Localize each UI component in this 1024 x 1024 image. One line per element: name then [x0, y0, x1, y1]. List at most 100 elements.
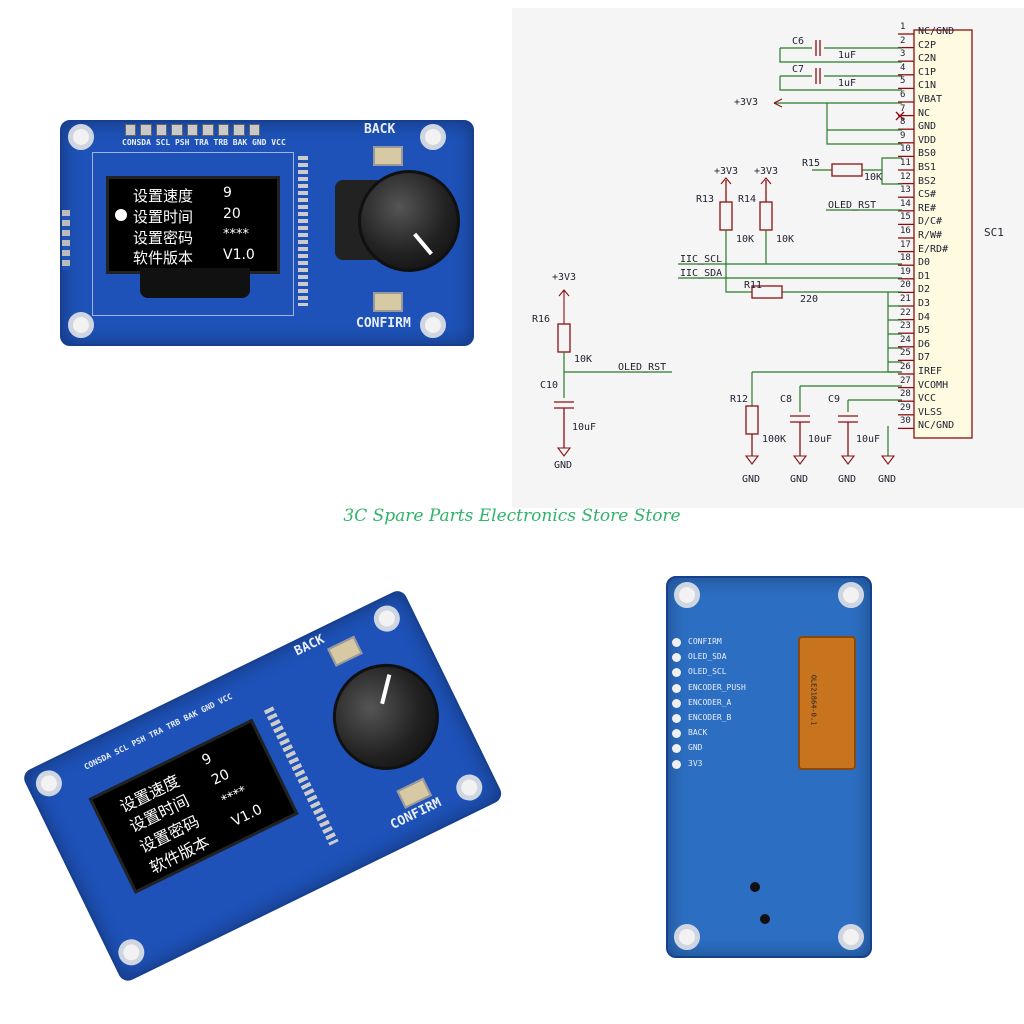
label-r11-val: 220 — [800, 294, 819, 305]
label-3v3-r14: +3V3 — [754, 166, 779, 177]
label-r13-val: 10K — [736, 234, 755, 245]
label-r15: R15 — [802, 158, 821, 169]
fpc-pins — [298, 156, 308, 306]
mount-hole — [420, 124, 446, 150]
side-pins — [62, 210, 70, 270]
back-pad-label: GND — [688, 743, 703, 753]
back-pad-label: 3V3 — [688, 758, 703, 768]
label-iic-sda: IIC_SDA — [680, 268, 723, 279]
board-angled-rotated: CONSDA SCL PSH TRA TRB BAK GND VCC 设置速度 … — [20, 587, 505, 985]
confirm-button[interactable] — [373, 292, 403, 312]
connector-pin-name: NC — [918, 107, 931, 119]
board-angled-photo: CONSDA SCL PSH TRA TRB BAK GND VCC 设置速度 … — [20, 560, 505, 1000]
connector-pin-name: BS1 — [918, 162, 937, 173]
connector-pin-number: 19 — [900, 266, 911, 277]
label-3v3-vbat: +3V3 — [734, 97, 759, 108]
mount-hole — [838, 924, 864, 950]
mount-hole — [68, 124, 94, 150]
connector-pin-number: 11 — [900, 158, 911, 168]
label-c10: C10 — [540, 380, 559, 391]
oled-menu-label: 设置密码 — [133, 229, 194, 247]
oled-menu-label: 设置时间 — [133, 208, 194, 226]
label-r12-val: 100K — [762, 434, 787, 445]
connector-pin-name: VBAT — [918, 94, 943, 105]
board-front-photo: CONSDA SCL PSH TRA TRB BAK GND VCC 设置速度 … — [40, 100, 480, 360]
connector-pin-name: C2P — [918, 39, 937, 51]
label-gnd-c9: GND — [838, 474, 857, 485]
connector-pin-number: 18 — [900, 253, 911, 264]
oled-menu-label: 设置速度 — [133, 187, 194, 205]
back-pad — [672, 729, 681, 739]
fpc-connector — [798, 636, 856, 770]
connector-pin-number: 28 — [900, 389, 911, 400]
back-pad-label: CONFIRM — [688, 637, 722, 646]
oled-glass-bottom — [140, 268, 250, 298]
label-gnd-c10: GND — [554, 460, 573, 471]
connector-pin-number: 30 — [900, 416, 911, 427]
back-pad-label: ENCODER_A — [688, 697, 732, 707]
oled-menu-label: 软件版本 — [133, 249, 194, 267]
connector-pin-number: 6 — [900, 90, 906, 100]
back-pad — [672, 653, 681, 663]
connector-pin-name: E/RD# — [918, 243, 949, 255]
connector-pin-name: D3 — [918, 298, 931, 309]
connector-pin-number: 8 — [900, 117, 906, 128]
back-button[interactable] — [373, 146, 403, 166]
connector-pin-number: 7 — [900, 103, 906, 114]
back-pad-label: OLED_SDA — [688, 652, 727, 662]
mount-hole — [674, 582, 700, 608]
connector-pin-name: NC/GND — [918, 26, 955, 37]
label-gnd-c8: GND — [790, 474, 809, 485]
connector-pin-number: 22 — [900, 307, 911, 318]
connector-pin-number: 13 — [900, 185, 911, 196]
confirm-button-label: CONFIRM — [356, 316, 411, 331]
label-gnd-r12: GND — [742, 474, 761, 485]
connector-pin-number: 2 — [900, 35, 906, 46]
connector-pin-number: 12 — [900, 171, 911, 182]
connector-pin-name: D5 — [918, 325, 931, 337]
back-pad — [672, 638, 681, 647]
connector-pin-name: C1N — [918, 80, 937, 92]
back-hole-small — [750, 882, 760, 892]
connector-pin-number: 20 — [900, 280, 911, 291]
connector-pin-name: C2N — [918, 53, 937, 65]
label-r13: R13 — [696, 194, 715, 205]
mount-hole — [420, 312, 446, 338]
display-outline — [92, 152, 294, 316]
oled-menu-value: V1.0 — [229, 801, 265, 830]
oled-selection-dot — [115, 209, 127, 221]
label-c8-val: 10uF — [808, 434, 833, 445]
connector-pin-number: 23 — [900, 321, 911, 332]
mount-hole — [838, 582, 864, 608]
label-r12: R12 — [730, 394, 749, 405]
label-gnd-conn: GND — [878, 474, 897, 485]
label-r14: R14 — [738, 194, 757, 205]
schematic-drawing — [554, 29, 973, 465]
connector-pin-name: C1P — [918, 66, 937, 78]
label-3v3-r13: +3V3 — [714, 166, 739, 177]
pin-header-labels: CONSDA SCL PSH TRA TRB BAK GND VCC — [122, 138, 286, 147]
label-r11: R11 — [744, 280, 763, 291]
connector-pin-name: IREF — [918, 366, 943, 377]
label-c6-val: 1uF — [838, 50, 857, 61]
oled-menu-value: V1.0 — [223, 247, 255, 263]
connector-pin-number: 25 — [900, 348, 911, 359]
connector-pin-name: VDD — [918, 134, 937, 146]
fpc-label: OLE21864-0.1 — [809, 674, 818, 726]
rotary-knob[interactable] — [358, 170, 460, 272]
back-pad-label: OLED_SCL — [688, 667, 727, 677]
back-hole-small — [760, 914, 770, 924]
label-c10-val: 10uF — [572, 422, 597, 433]
oled-menu-value: 9 — [199, 750, 215, 769]
connector-pin-name: VCOMH — [918, 379, 949, 391]
oled-menu-value: 20 — [223, 206, 241, 222]
label-c9: C9 — [828, 394, 841, 405]
connector-pin-name: RE# — [918, 202, 937, 214]
label-c7: C7 — [792, 64, 805, 75]
knob-indicator — [380, 674, 392, 705]
store-watermark: 3C Spare Parts Electronics Store Store — [343, 506, 681, 526]
label-oled-rst: OLED_RST — [618, 362, 667, 373]
connector-pin-name: GND — [918, 121, 937, 133]
